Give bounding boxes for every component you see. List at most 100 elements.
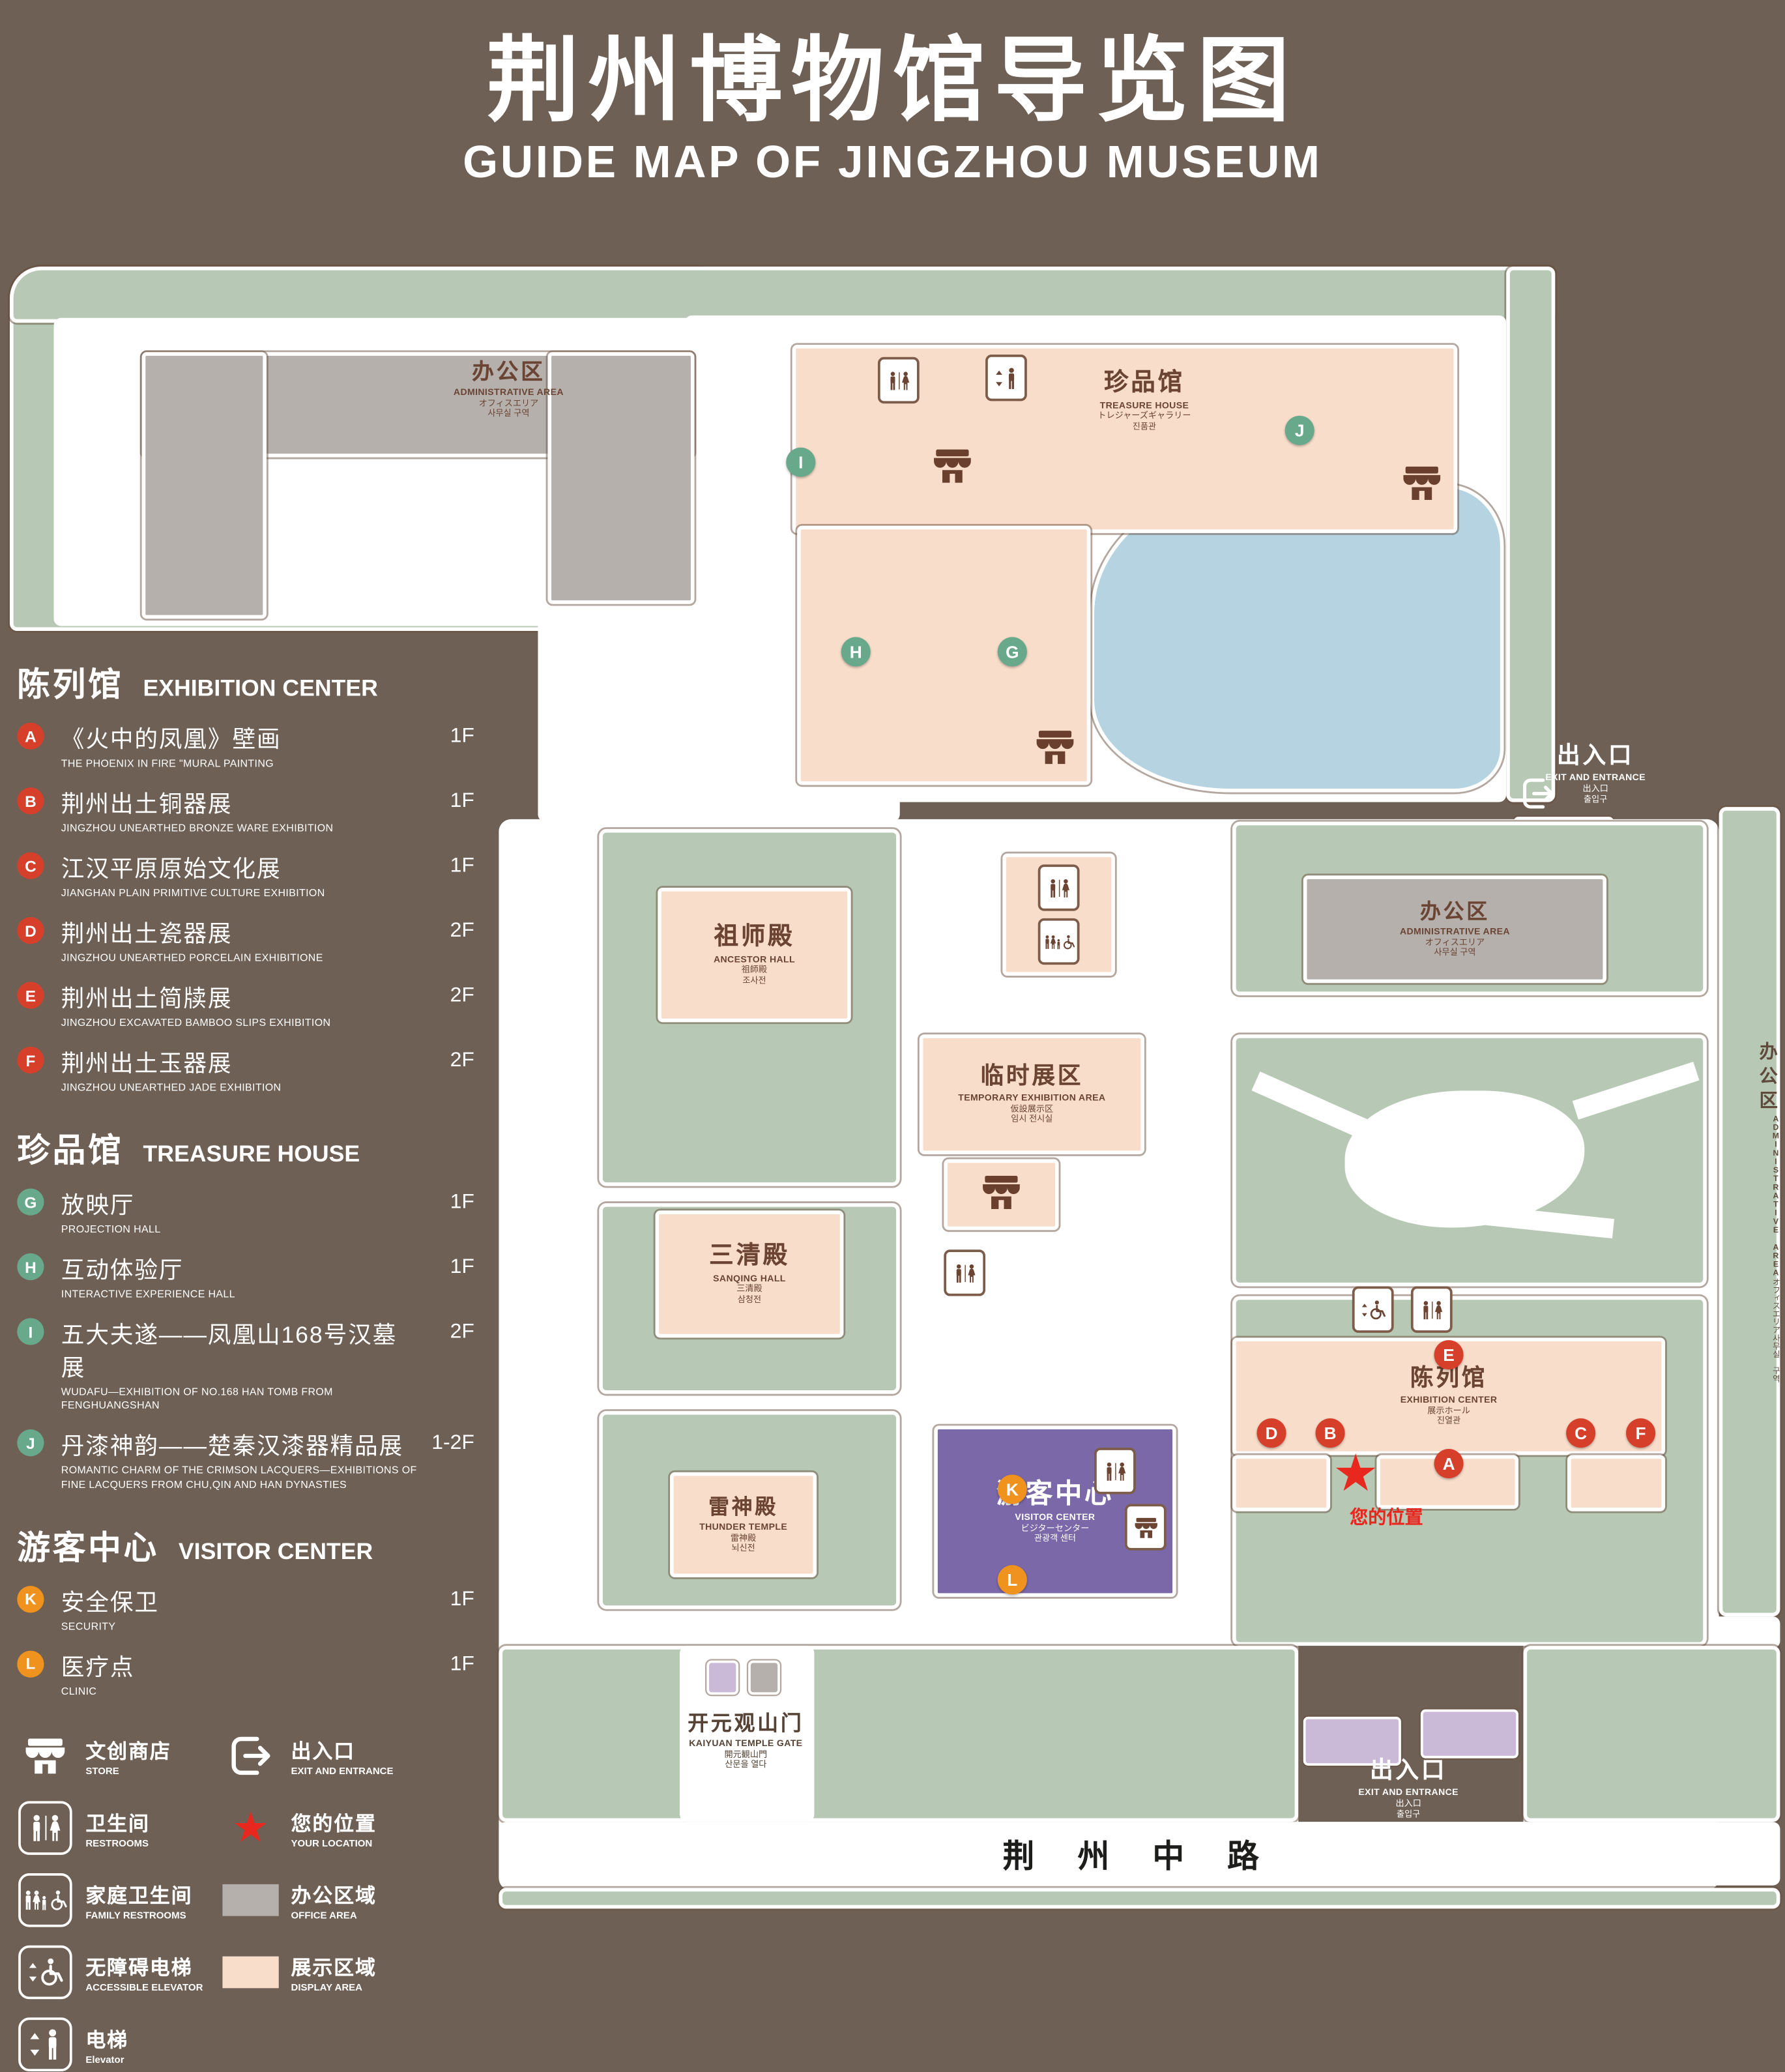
marker-c-badge: C — [17, 852, 44, 880]
map-marker-c: C — [1566, 1418, 1596, 1448]
road: 荆 州 中 路 — [499, 1822, 1780, 1886]
ancestor-hall-label: 祖师殿 ANCESTOR HALL 祖師殿 조사전 — [713, 923, 795, 985]
temporary-exhibition-building: 临时展区 TEMPORARY EXHIBITION AREA 仮設展示区 임시 … — [919, 1034, 1144, 1154]
treasure-house-label: 珍品馆 TREASURE HOUSE トレジャーズギャラリー 진품관 — [1097, 369, 1191, 431]
floor-label: 1F — [450, 1189, 474, 1214]
lawn-admin-strip — [1719, 807, 1780, 1617]
legend-section-exhibition-center: 陈列馆 EXHIBITION CENTER — [17, 666, 378, 703]
map-marker-d: D — [1256, 1418, 1286, 1448]
store-icon — [1124, 1504, 1167, 1551]
your-location-star-icon: ★ — [231, 1804, 270, 1851]
map-marker-g: G — [997, 637, 1027, 667]
admin-right-label: 办公区 ADMINISTRATIVE AREA オフィスエリア 사무실 구역 — [1399, 899, 1510, 957]
lawn-right-column — [1506, 266, 1556, 802]
marker-h-badge: H — [17, 1253, 44, 1281]
legend-item-k: K 1F 安全保卫 SECURITY — [17, 1584, 474, 1633]
exit-icon — [222, 1727, 278, 1783]
walkway-east — [1709, 1616, 1780, 1648]
legend-item-g: G 1F 放映厅 PROJECTION HALL — [17, 1188, 474, 1236]
your-location-star-icon: ★ — [1332, 1444, 1379, 1502]
thunder-temple-label: 雷神殿 THUNDER TEMPLE 雷神殿 뇌신전 — [699, 1495, 788, 1553]
sanqing-hall-label: 三清殿 SANQING HALL 三清殿 삼청전 — [709, 1242, 790, 1305]
store-icon — [1032, 729, 1078, 772]
exhibition-center-wing — [1567, 1455, 1666, 1511]
floor-label: 2F — [450, 918, 474, 942]
floor-label: 1-2F — [431, 1431, 474, 1455]
legend-item-e: E 2F 荆州出土简牍展 JINGZHOU EXCAVATED BAMBOO S… — [17, 981, 474, 1030]
marker-i-badge: I — [17, 1319, 44, 1346]
legend: 陈列馆 EXHIBITION CENTER A 1F 《火中的凤凰》壁画 THE… — [17, 658, 474, 2072]
floor-label: 1F — [450, 1651, 474, 1675]
store-building — [944, 1159, 1059, 1231]
map-marker-l: L — [997, 1565, 1027, 1595]
family-restroom-icon — [1038, 918, 1080, 965]
exhibition-center-wing — [1232, 1455, 1331, 1511]
sanqing-hall: 三清殿 SANQING HALL 三清殿 삼청전 — [655, 1210, 844, 1338]
gate-path — [680, 1646, 815, 1822]
exhibition-center-label: 陈列馆 EXHIBITION CENTER 展示ホール 진열관 — [1400, 1365, 1498, 1426]
temporary-exhibition-label: 临时展区 TEMPORARY EXHIBITION AREA 仮設展示区 임시 … — [958, 1063, 1106, 1124]
admin-top-label: 办公区 ADMINISTRATIVE AREA オフィスエリア 사무실 구역 — [453, 359, 564, 419]
lawn-road-edge — [499, 1888, 1780, 1909]
thunder-temple: 雷神殿 THUNDER TEMPLE 雷神殿 뇌신전 — [670, 1472, 817, 1578]
map-marker-a: A — [1434, 1449, 1464, 1479]
marker-f-badge: F — [17, 1047, 44, 1074]
restroom-icon — [1094, 1448, 1136, 1495]
marker-k-badge: K — [17, 1585, 44, 1612]
marker-l-badge: L — [17, 1650, 44, 1678]
store-icon — [929, 448, 976, 491]
entrance-block — [1420, 1709, 1518, 1758]
admin-building-right: 办公区 ADMINISTRATIVE AREA オフィスエリア 사무실 구역 — [1303, 875, 1607, 984]
legend-item-d: D 2F 荆州出土瓷器展 JINGZHOU UNEARTHED PORCELAI… — [17, 916, 474, 965]
pond — [1090, 484, 1504, 793]
gate-block — [748, 1660, 780, 1695]
store-icon — [978, 1173, 1024, 1216]
accessible-elevator-icon — [17, 1944, 73, 2000]
guide-map-poster: 荆州博物馆导览图 GUIDE MAP OF JINGZHOU MUSEUM 办公… — [10, 29, 1780, 2071]
office-area-swatch — [222, 1872, 279, 1928]
map-marker-e: E — [1434, 1340, 1464, 1370]
marker-a-badge: A — [17, 722, 44, 750]
road-label: 荆 州 中 路 — [1002, 1837, 1277, 1874]
legend-item-j: J 1-2F 丹漆神韵——楚秦汉漆器精品展 ROMANTIC CHARM OF … — [17, 1429, 474, 1491]
restroom-icon — [944, 1249, 986, 1296]
floor-label: 1F — [450, 853, 474, 877]
restroom-building — [1002, 853, 1115, 976]
exit-bottom-label: 出入口 EXIT AND ENTRANCE 出入口 출입구 — [1358, 1758, 1458, 1819]
elevator-icon — [17, 2016, 73, 2072]
accessible-elevator-icon — [1352, 1286, 1394, 1333]
restroom-icon — [877, 357, 920, 404]
family-restroom-icon — [17, 1872, 73, 1928]
entrance-block — [1303, 1716, 1401, 1766]
admin-building-top-wing-right — [547, 352, 695, 604]
page-title: 荆州博物馆导览图 — [486, 29, 1299, 134]
floor-label: 2F — [450, 1319, 474, 1343]
map-marker-b: B — [1315, 1418, 1345, 1448]
restroom-icon — [17, 1800, 73, 1856]
admin-building-top-wing-left — [141, 352, 267, 619]
exit-top-label: 出入口 EXIT AND ENTRANCE 出入口 출입구 — [1545, 743, 1646, 804]
legend-section-treasure-house: 珍品馆 TREASURE HOUSE — [17, 1132, 360, 1169]
marker-j-badge: J — [17, 1429, 44, 1457]
store-icon — [1399, 465, 1445, 508]
marker-b-badge: B — [17, 787, 44, 815]
page-subtitle: GUIDE MAP OF JINGZHOU MUSEUM — [463, 137, 1322, 188]
restroom-icon — [1410, 1286, 1453, 1333]
legend-item-c: C 1F 江汉平原原始文化展 JIANGHAN PLAIN PRIMITIVE … — [17, 851, 474, 900]
legend-item-i: I 2F 五大夫遂——凤凰山168号汉墓展 WUDAFU—EXHIBITION … — [17, 1317, 474, 1413]
your-location-label: 您的位置 — [1350, 1508, 1423, 1528]
marker-g-badge: G — [17, 1188, 44, 1216]
lawn-bottom-right — [1523, 1646, 1780, 1822]
floor-label: 2F — [450, 1048, 474, 1072]
map-marker-h: H — [841, 637, 871, 667]
floor-label: 1F — [450, 1255, 474, 1279]
ancestor-hall: 祖师殿 ANCESTOR HALL 祖師殿 조사전 — [658, 887, 851, 1023]
legend-item-a: A 1F 《火中的凤凰》壁画 THE PHOENIX IN FIRE "MURA… — [17, 722, 474, 770]
